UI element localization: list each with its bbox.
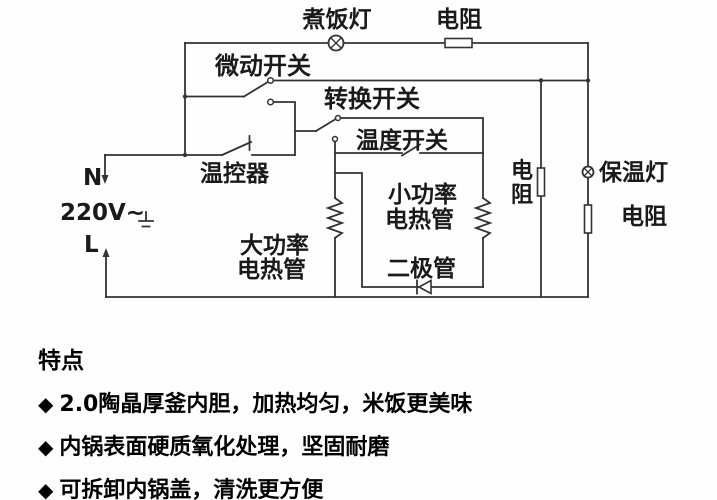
- warm-lamp-cross: [583, 167, 593, 177]
- transfer-switch-blade: [314, 118, 337, 133]
- junction-dot: [182, 152, 188, 158]
- circuit-diagram: 煮饭灯 电阻 微动开关 转换开关 温度开关 温控器 N 220V~ L 大功率 …: [60, 7, 668, 298]
- transfer-upper-wire: [339, 117, 484, 199]
- ground-icon: [138, 211, 154, 228]
- junction-dots: [182, 78, 591, 158]
- temp-switch-label: 温度开关: [356, 127, 448, 154]
- micro-switch-blade: [242, 81, 269, 98]
- mid-resistor-label-char1: 电: [511, 159, 533, 184]
- temp-switch-blade: [400, 143, 422, 157]
- thermostat-switch-blade: [220, 140, 253, 157]
- high-power-label-line1: 大功率: [240, 232, 309, 259]
- diode-label: 二极管: [387, 255, 456, 282]
- feature-item: ◆ 2.0陶晶厚釜内胆，加热均匀，米饭更美味: [38, 391, 688, 418]
- junction-dot: [182, 94, 188, 99]
- live-label: L: [84, 232, 99, 258]
- junction-dot: [538, 78, 544, 83]
- transfer-switch-label: 转换开关: [324, 85, 420, 113]
- cook-lamp-label: 煮饭灯: [302, 7, 372, 33]
- low-power-label-line1: 小功率: [388, 181, 457, 208]
- neutral-label: N: [83, 165, 102, 191]
- right-resistor-body: [583, 204, 593, 234]
- warm-lamp-label: 保温灯: [598, 159, 668, 186]
- junction-dot: [585, 78, 591, 83]
- diamond-bullet-icon: ◆: [38, 392, 54, 416]
- features-section: 特点 ◆ 2.0陶晶厚釜内胆，加热均匀，米饭更美味 ◆ 内锅表面硬质氧化处理，坚…: [38, 341, 688, 500]
- diamond-bullet-icon: ◆: [38, 478, 54, 500]
- feature-text: 可拆卸内锅盖，清洗更方便: [59, 478, 324, 500]
- contact-box-wire: [272, 101, 296, 156]
- features-heading: 特点: [38, 348, 84, 374]
- diamond-bullet-icon: ◆: [38, 435, 54, 459]
- diode-triangle-icon: [417, 279, 432, 295]
- low-power-heater-element: [473, 196, 493, 240]
- high-power-label-line2: 电热管: [237, 256, 306, 283]
- mid-resistor-body: [536, 167, 546, 197]
- right-resistor-label: 电阻: [621, 204, 667, 230]
- feature-item: ◆ 可拆卸内锅盖，清洗更方便: [38, 477, 688, 500]
- live-arrowhead: [102, 248, 110, 257]
- micro-switch-lower-contact: [266, 98, 275, 106]
- micro-switch-label: 微动开关: [214, 52, 311, 80]
- thermostat-label: 温控器: [200, 160, 270, 187]
- low-power-label-line2: 电热管: [385, 206, 454, 233]
- voltage-label: 220V~: [60, 200, 145, 226]
- top-resistor-body: [444, 37, 473, 49]
- feature-text: 2.0陶晶厚釜内胆，加热均匀，米饭更美味: [59, 392, 473, 417]
- neutral-arrowhead: [101, 175, 109, 184]
- mid-resistor-label-char2: 阻: [511, 183, 533, 208]
- feature-text: 内锅表面硬质氧化处理，坚固耐磨: [59, 435, 390, 460]
- top-resistor-label: 电阻: [436, 7, 482, 33]
- feature-item: ◆ 内锅表面硬质氧化处理，坚固耐磨: [38, 434, 688, 461]
- high-power-heater-element: [325, 196, 345, 240]
- cook-lamp-cross: [329, 36, 343, 50]
